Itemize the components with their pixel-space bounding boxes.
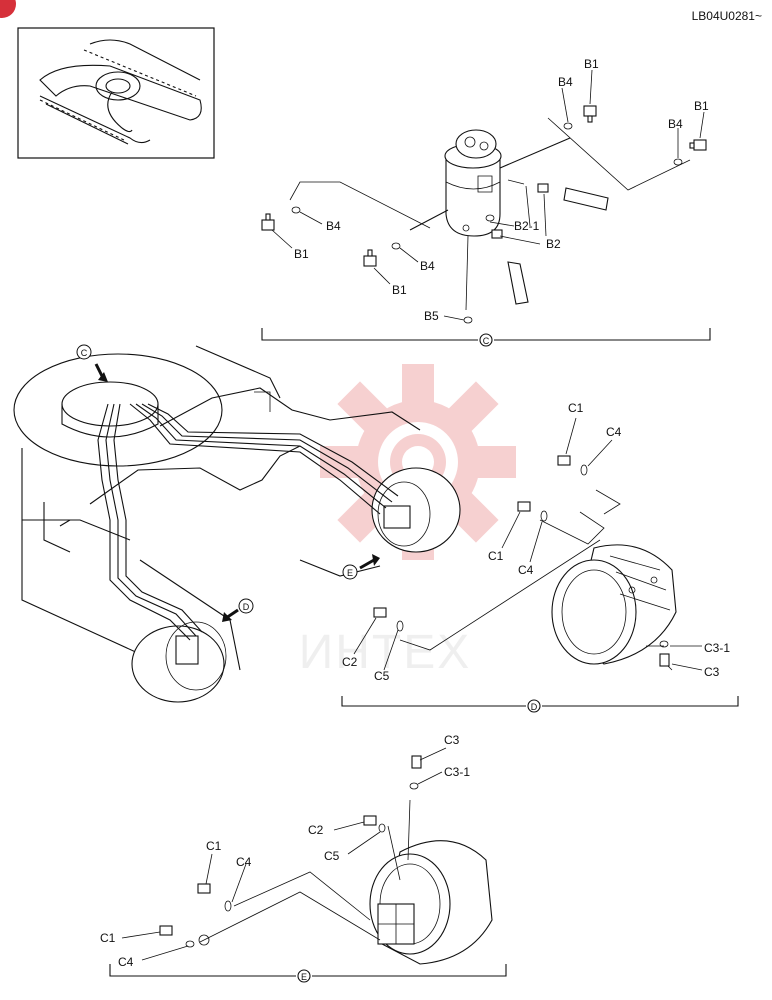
fitting-b1-icon [363, 249, 377, 267]
label-c4: C4 [118, 955, 134, 969]
label-c3-1: C3-1 [444, 765, 470, 779]
label-c1: C1 [206, 839, 222, 853]
o-ring-c-icon [396, 464, 669, 648]
label-b4: B4 [420, 259, 435, 273]
fitting-c3-icon [659, 653, 670, 667]
label-c4: C4 [236, 855, 252, 869]
swivel-joint [444, 129, 502, 237]
view-arrow-e: E [342, 554, 380, 580]
fitting-c1-icon [517, 455, 571, 512]
label-b1: B1 [392, 283, 407, 297]
label-b2: B2 [546, 237, 561, 251]
swing-bearing [13, 353, 223, 467]
chassis-group: C D E [13, 344, 461, 703]
view-e-letter: E [301, 972, 307, 982]
label-c3: C3 [444, 733, 460, 747]
label-c5: C5 [324, 849, 340, 863]
label-b2-1: B2-1 [514, 219, 540, 233]
o-ring-c-icon [185, 782, 419, 948]
fitting-b1-icon [261, 213, 275, 231]
watermark-text: ИНТЕХ [299, 626, 472, 679]
label-c1: C1 [488, 549, 504, 563]
fitting-c2-icon [373, 607, 387, 618]
label-b1: B1 [694, 99, 709, 113]
leader-lines [271, 69, 705, 321]
label-b1: B1 [584, 57, 599, 71]
svg-text:D: D [243, 602, 250, 612]
svg-text:E: E [347, 568, 353, 578]
label-c3-1: C3-1 [704, 641, 730, 655]
label-b4: B4 [668, 117, 683, 131]
o-ring-b4-icon [291, 122, 683, 250]
view-d-badge [527, 699, 541, 713]
label-b4: B4 [326, 219, 341, 233]
fitting-b2-icon [491, 183, 549, 239]
label-c5: C5 [374, 669, 390, 683]
travel-motor-centre [371, 467, 461, 553]
inset-thumbnail [17, 27, 215, 159]
label-c1: C1 [568, 401, 584, 415]
view-d-letter: D [531, 702, 538, 712]
travel-motor-e [369, 840, 493, 965]
label-c4: C4 [606, 425, 622, 439]
travel-motor-d [551, 544, 677, 665]
view-e-badge [297, 969, 311, 983]
view-arrow-d: D [222, 598, 254, 622]
label-c2: C2 [308, 823, 324, 837]
label-c3: C3 [704, 665, 720, 679]
o-ring-b5-icon [463, 316, 473, 324]
label-c1: C1 [100, 931, 116, 945]
svg-text:C: C [81, 348, 88, 358]
hydraulic-hoses [97, 403, 399, 641]
document-code: LB04U0281~ [692, 9, 762, 23]
view-c-letter: C [483, 336, 490, 346]
view-e-group: E C3 C3-1 C2 C5 C1 C4 C1 C4 [100, 733, 507, 983]
view-d-group: D C1 C4 C1 C4 C2 C5 C3-1 C3 [341, 401, 739, 713]
fitting-c3-icon [411, 755, 422, 769]
hose-end-icon [507, 187, 609, 305]
label-b1: B1 [294, 247, 309, 261]
label-c2: C2 [342, 655, 358, 669]
leader-lines [353, 417, 703, 671]
view-c-badge [479, 333, 493, 347]
fitting-c2-icon [363, 815, 377, 826]
label-b4: B4 [558, 75, 573, 89]
corner-badge [0, 0, 16, 18]
travel-motor-rear [131, 621, 227, 703]
fitting-b1-icon [583, 105, 597, 123]
fitting-b1-icon [689, 139, 707, 151]
view-c-group: C B4 B1 B1 B4 B4 B1 B4 B1 B2-1 B2 B5 [261, 57, 711, 347]
leader-lines [121, 747, 447, 961]
view-arrow-c: C [76, 344, 108, 382]
label-c4: C4 [518, 563, 534, 577]
label-b5: B5 [424, 309, 439, 323]
fitting-c1-icon [159, 883, 211, 936]
